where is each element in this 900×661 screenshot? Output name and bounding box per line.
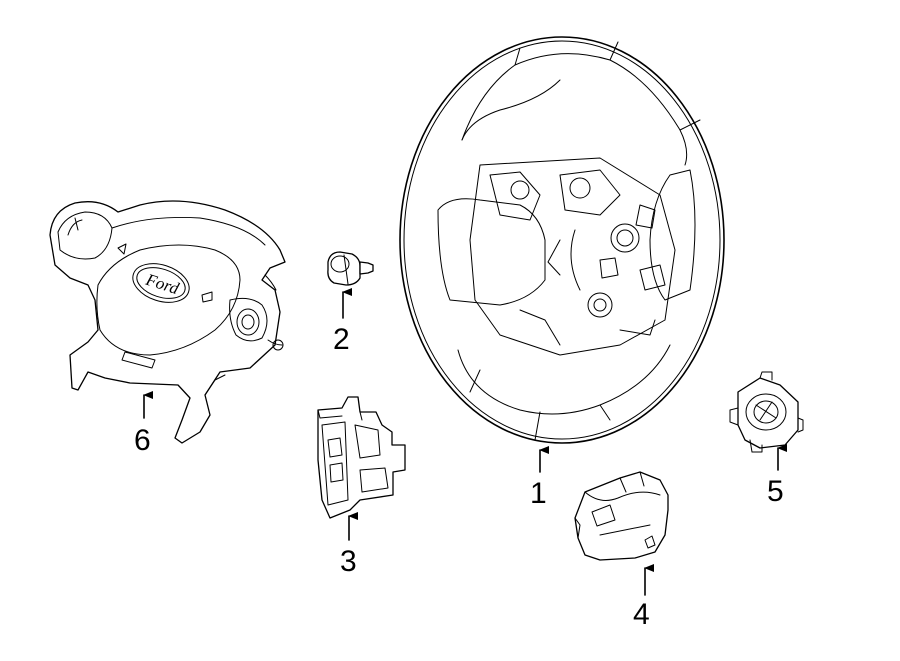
callout-5: 5 <box>767 475 784 508</box>
callout-6: 6 <box>134 424 151 457</box>
switch-bracket <box>317 396 406 519</box>
bolt <box>327 251 374 286</box>
callout-2: 2 <box>333 323 350 356</box>
callout-4: 4 <box>633 598 650 631</box>
callout-1: 1 <box>530 477 547 510</box>
steering-wheel <box>399 36 725 444</box>
callout-labels: 1 2 3 4 5 6 <box>134 323 784 631</box>
airbag-module: Ford <box>49 200 286 444</box>
callout-3: 3 <box>340 545 357 578</box>
clock-spring <box>729 371 804 453</box>
callout-arrows <box>143 288 787 596</box>
switch-module <box>574 471 669 561</box>
